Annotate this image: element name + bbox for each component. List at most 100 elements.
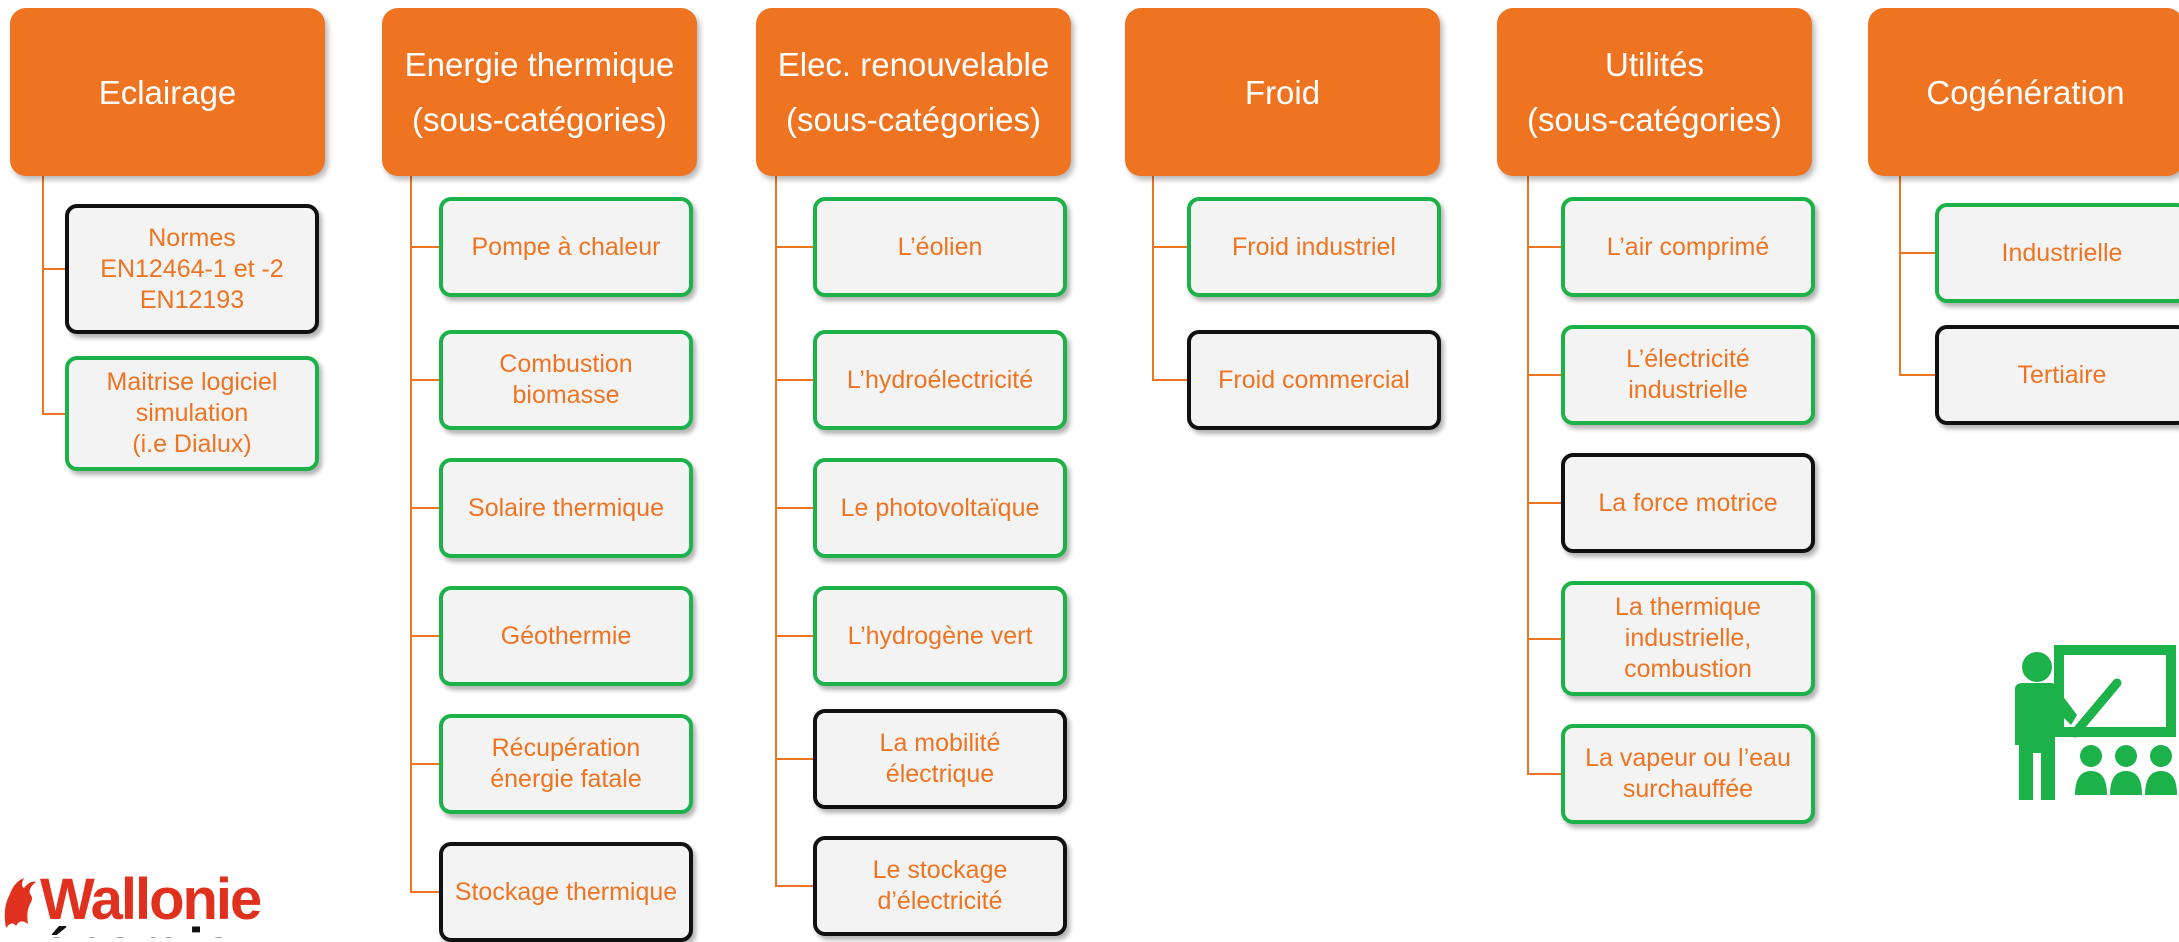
category-header-line: (sous-catégories): [412, 101, 667, 138]
subcategory-box-utilites: La force motrice: [1561, 453, 1815, 553]
connector-trunk-energie-thermique: [410, 176, 412, 892]
subcategory-line: industrielle: [1628, 376, 1748, 404]
subcategory-line: Le stockage: [872, 856, 1008, 884]
subcategory-box-elec-renouvelable: Le photovoltaïque: [813, 458, 1067, 558]
subcategory-line: Normes: [148, 223, 236, 252]
subcategory-text: L’air comprimé: [1607, 232, 1770, 263]
connector-trunk-eclairage: [42, 176, 44, 414]
connector-branch: [775, 507, 813, 509]
subcategory-text: Industrielle: [2002, 238, 2123, 269]
connector-branch: [775, 885, 813, 887]
subcategory-line: Froid commercial: [1218, 365, 1410, 394]
subcategory-line: simulation: [135, 399, 249, 427]
subcategory-text: Géothermie: [501, 621, 632, 652]
connector-branch: [410, 763, 439, 765]
subcategory-box-energie-thermique: Pompe à chaleur: [439, 197, 693, 297]
subcategory-box-energie-thermique: Solaire thermique: [439, 458, 693, 558]
connector-branch: [42, 268, 65, 270]
subcategory-line: biomasse: [512, 381, 620, 409]
connector-branch: [410, 891, 439, 893]
category-header-utilites: Utilités(sous-catégories): [1497, 8, 1812, 176]
category-header-line: Eclairage: [98, 73, 237, 111]
subcategory-line: d’électricité: [877, 887, 1003, 915]
logo-energie-text: énergie: [40, 920, 234, 939]
connector-branch: [1527, 374, 1561, 376]
subcategory-line: Pompe à chaleur: [471, 232, 661, 261]
rooster-logo-icon: [4, 878, 37, 928]
subcategory-line: L’hydroélectricité: [846, 365, 1034, 394]
subcategory-line: Industrielle: [2001, 238, 2123, 267]
category-header-line: Elec. renouvelable: [777, 46, 1050, 83]
connector-branch: [42, 412, 65, 415]
category-header-line: Energie thermique: [404, 46, 675, 83]
subcategory-line: Le photovoltaïque: [840, 493, 1040, 522]
subcategory-line: EN12193: [139, 285, 245, 314]
category-header-line: Utilités: [1604, 46, 1705, 83]
subcategory-line: (i.e Dialux): [132, 430, 252, 458]
connector-branch: [410, 507, 439, 509]
connector-branch: [775, 379, 813, 381]
connector-branch: [1527, 637, 1561, 640]
category-header-text: Elec. renouvelable (sous-catégories): [778, 37, 1050, 147]
subcategory-line: Stockage thermique: [454, 877, 678, 906]
subcategory-line: La force motrice: [1598, 488, 1778, 517]
connector-trunk-cogeneration: [1899, 176, 1901, 375]
subcategory-line: La mobilité: [879, 729, 1001, 757]
category-header-froid: Froid: [1125, 8, 1440, 176]
connector-branch: [1527, 502, 1561, 504]
subcategory-text: Pompe à chaleur: [471, 232, 660, 263]
connector-branch: [1527, 246, 1561, 248]
subcategory-box-elec-renouvelable: L’hydroélectricité: [813, 330, 1067, 430]
subcategory-box-energie-thermique: Stockage thermique: [439, 842, 693, 942]
subcategory-line: L’éolien: [897, 232, 983, 261]
connector-trunk-elec-renouvelable: [775, 176, 777, 886]
category-header-line: (sous-catégories): [786, 101, 1041, 138]
connector-branch: [1899, 252, 1935, 254]
category-header-text: Utilités(sous-catégories): [1527, 37, 1782, 147]
subcategory-box-froid: Froid industriel: [1187, 197, 1441, 297]
connector-trunk-froid: [1152, 176, 1154, 380]
subcategory-box-elec-renouvelable: L’hydrogène vert: [813, 586, 1067, 686]
connector-branch: [1152, 379, 1187, 381]
category-header-energie-thermique: Energie thermique (sous-catégories): [382, 8, 697, 176]
connector-branch: [775, 635, 813, 637]
subcategory-box-elec-renouvelable: L’éolien: [813, 197, 1067, 297]
category-header-elec-renouvelable: Elec. renouvelable (sous-catégories): [756, 8, 1071, 176]
category-header-line: Froid: [1244, 73, 1321, 111]
subcategory-box-cogeneration: Industrielle: [1935, 203, 2179, 303]
logo-wallonie-text: Wallonie: [40, 868, 260, 932]
subcategory-line: Géothermie: [500, 621, 632, 650]
subcategory-text: Le photovoltaïque: [841, 493, 1040, 524]
connector-trunk-utilites: [1527, 176, 1529, 774]
connector-branch: [410, 635, 439, 637]
connector-branch: [410, 379, 439, 381]
wallonie-energie-logo: Wallonie énergie: [0, 868, 260, 938]
subcategory-text: Stockage thermique: [455, 877, 677, 908]
subcategory-text: Froid industriel: [1232, 232, 1396, 263]
subcategory-line: L’hydrogène vert: [847, 621, 1033, 650]
connector-branch: [775, 246, 813, 248]
subcategory-line: Solaire thermique: [468, 493, 664, 522]
subcategory-text: Combustion biomasse: [499, 349, 632, 411]
subcategory-box-energie-thermique: Combustion biomasse: [439, 330, 693, 430]
subcategory-line: Combustion: [499, 350, 633, 378]
subcategory-line: L’air comprimé: [1606, 232, 1770, 261]
subcategory-line: La vapeur ou l’eau: [1585, 744, 1791, 772]
subcategory-text: Solaire thermique: [468, 493, 664, 524]
subcategory-text: La force motrice: [1598, 488, 1777, 519]
subcategory-box-elec-renouvelable: Le stockage d’électricité: [813, 836, 1067, 936]
subcategory-box-froid: Froid commercial: [1187, 330, 1441, 430]
subcategory-text: L’éolien: [898, 232, 983, 263]
category-header-cogeneration: Cogénération: [1868, 8, 2179, 176]
connector-branch: [775, 758, 813, 760]
